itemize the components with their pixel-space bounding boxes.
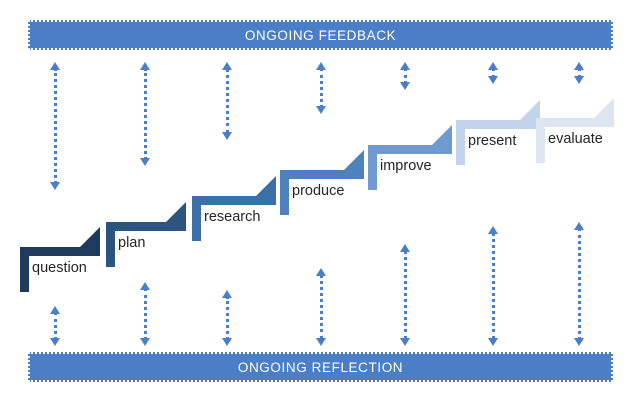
arrow-head-down: [400, 82, 410, 90]
step-horizontal-bar: [280, 170, 364, 179]
arrow-head-up: [222, 290, 232, 298]
step-vertical-bar: [20, 247, 29, 292]
arrow-head-up: [140, 282, 150, 290]
step-vertical-bar: [368, 145, 377, 190]
reflection-arrow-6: [488, 226, 499, 346]
step-vertical-bar: [280, 170, 289, 215]
arrow-head-up: [222, 62, 232, 70]
arrow-head-down: [488, 338, 498, 346]
arrow-shaft: [144, 68, 147, 160]
feedback-arrow-6: [488, 62, 499, 84]
arrow-head-down: [50, 182, 60, 190]
step-vertical-bar: [106, 222, 115, 267]
arrow-shaft: [320, 274, 323, 340]
step-corner-triangle-icon: [594, 98, 614, 118]
feedback-arrow-3: [222, 62, 233, 140]
arrow-head-down: [574, 76, 584, 84]
arrow-head-up: [50, 306, 60, 314]
reflection-arrow-7: [574, 222, 585, 346]
feedback-arrow-7: [574, 62, 585, 84]
step-vertical-bar: [536, 118, 545, 163]
step-corner-triangle-icon: [344, 150, 364, 170]
ongoing-reflection-label: ONGOING REFLECTION: [237, 359, 404, 375]
arrow-shaft: [404, 250, 407, 340]
arrow-shaft: [578, 68, 581, 78]
step-vertical-bar: [192, 196, 201, 241]
arrow-shaft: [226, 296, 229, 340]
ongoing-feedback-label: ONGOING FEEDBACK: [244, 27, 397, 43]
arrow-shaft: [492, 68, 495, 78]
step-label: evaluate: [548, 131, 603, 147]
arrow-head-down: [50, 338, 60, 346]
step-horizontal-bar: [192, 196, 276, 205]
step-corner-triangle-icon: [432, 125, 452, 145]
step-label: produce: [292, 183, 345, 199]
reflection-arrow-5: [400, 244, 411, 346]
arrow-shaft: [226, 68, 229, 134]
ongoing-feedback-banner: ONGOING FEEDBACK: [28, 20, 613, 50]
feedback-arrow-4: [316, 62, 327, 114]
step-horizontal-bar: [106, 222, 186, 231]
step-label: improve: [380, 158, 432, 174]
step-label: plan: [118, 235, 146, 251]
arrow-head-down: [222, 132, 232, 140]
step-horizontal-bar: [368, 145, 452, 154]
ongoing-reflection-banner: ONGOING REFLECTION: [28, 352, 613, 382]
step-corner-triangle-icon: [256, 176, 276, 196]
feedback-arrow-2: [140, 62, 151, 166]
feedback-arrow-1: [50, 62, 61, 190]
arrow-head-up: [488, 62, 498, 70]
arrow-head-down: [140, 158, 150, 166]
arrow-head-up: [50, 62, 60, 70]
arrow-shaft: [54, 68, 57, 184]
arrow-head-up: [140, 62, 150, 70]
arrow-head-up: [400, 62, 410, 70]
arrow-head-down: [316, 338, 326, 346]
arrow-head-down: [140, 338, 150, 346]
arrow-shaft: [578, 228, 581, 340]
step-horizontal-bar: [456, 120, 540, 129]
arrow-head-up: [574, 62, 584, 70]
reflection-arrow-1: [50, 306, 61, 346]
step-corner-triangle-icon: [80, 227, 100, 247]
arrow-head-up: [400, 244, 410, 252]
arrow-head-up: [488, 226, 498, 234]
arrow-head-up: [316, 268, 326, 276]
reflection-arrow-3: [222, 290, 233, 346]
arrow-head-down: [400, 338, 410, 346]
arrow-head-down: [488, 76, 498, 84]
arrow-shaft: [320, 68, 323, 108]
step-horizontal-bar: [536, 118, 614, 127]
arrow-head-down: [222, 338, 232, 346]
step-label: research: [204, 209, 261, 225]
step-horizontal-bar: [20, 247, 100, 256]
step-label: question: [32, 260, 87, 276]
arrow-head-up: [574, 222, 584, 230]
arrow-head-down: [316, 106, 326, 114]
arrow-shaft: [54, 312, 57, 340]
arrow-head-up: [316, 62, 326, 70]
arrow-shaft: [404, 68, 407, 84]
arrow-shaft: [492, 232, 495, 340]
step-corner-triangle-icon: [166, 202, 186, 222]
reflection-arrow-2: [140, 282, 151, 346]
step-label: present: [468, 133, 517, 149]
arrow-head-down: [574, 338, 584, 346]
arrow-shaft: [144, 288, 147, 340]
feedback-arrow-5: [400, 62, 411, 90]
step-corner-triangle-icon: [520, 100, 540, 120]
step-vertical-bar: [456, 120, 465, 165]
reflection-arrow-4: [316, 268, 327, 346]
